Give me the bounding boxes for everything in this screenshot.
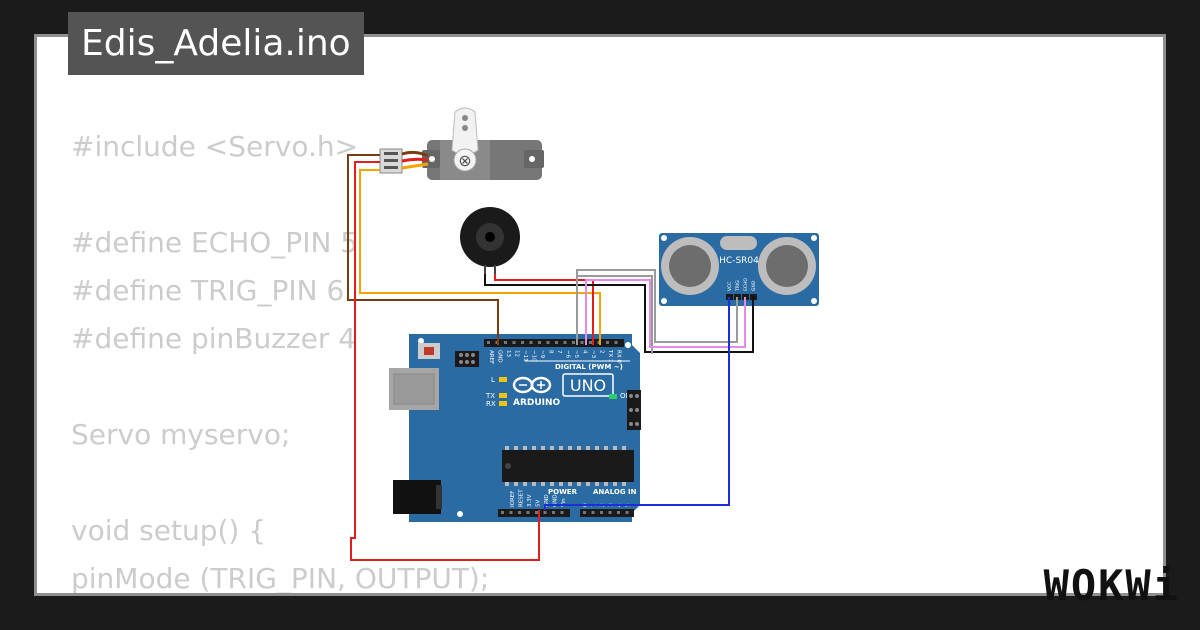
project-title[interactable]: Edis_Adelia.ino xyxy=(68,12,364,75)
svg-text:⊗: ⊗ xyxy=(458,151,471,170)
code-line: #define pinBuzzer 4 xyxy=(71,322,357,355)
pin-label: 8 xyxy=(548,350,554,354)
wire-servo-signal xyxy=(359,169,601,345)
pin-label: 13 xyxy=(505,350,511,357)
header-pin xyxy=(529,341,533,344)
code-line: Servo myservo; xyxy=(71,418,291,451)
header-pin xyxy=(521,341,524,344)
buzzer[interactable] xyxy=(460,207,520,274)
header-pin xyxy=(614,341,618,344)
code-line: pinMode (TRIG_PIN, OUTPUT); xyxy=(71,562,490,595)
tx-label: TX xyxy=(485,392,495,400)
pin-label: ~3 xyxy=(590,350,596,359)
wire-sensor-echo xyxy=(585,279,746,348)
pin-label: TX 1 xyxy=(607,349,613,362)
wire-buzzer-signal xyxy=(494,274,594,345)
sensor-label: HC-SR04 xyxy=(719,256,759,266)
pin-label: ~6 xyxy=(565,350,571,359)
arduino-logo xyxy=(512,376,552,394)
pin-label: RX 0 xyxy=(616,350,622,363)
code-preview: #include <Servo.h> #define ECHO_PIN 5 #d… xyxy=(71,123,490,595)
header-pin xyxy=(518,511,521,514)
analog-label: ANALOG IN xyxy=(593,488,637,496)
pin-label: ~10 xyxy=(531,350,537,362)
header-pin xyxy=(563,341,567,344)
header-pin xyxy=(535,511,538,514)
pin-label: AREF xyxy=(488,350,494,364)
rx-label: RX xyxy=(486,400,496,408)
pin-label: ~11 xyxy=(522,350,528,362)
wires xyxy=(347,154,754,561)
header-pin xyxy=(546,341,550,344)
wire-sensor-vcc xyxy=(544,297,730,510)
pin-label: GND xyxy=(553,494,559,507)
header-pin xyxy=(552,511,555,514)
pin-label: 3.3V xyxy=(527,494,533,507)
pin-label: ~5 xyxy=(573,350,579,359)
power-analog-pin-header xyxy=(498,509,634,517)
power-label: POWER xyxy=(548,488,578,496)
wire-servo-gnd xyxy=(347,154,499,345)
on-label: ON xyxy=(620,392,631,400)
header-pin xyxy=(600,511,603,514)
header-pin xyxy=(589,341,592,344)
header-pin xyxy=(526,511,530,514)
pin-label: ~9 xyxy=(539,350,545,359)
wokwi-logo: WOKWi xyxy=(1043,561,1180,610)
pin-label: 4 xyxy=(582,350,588,354)
pin-label: TRIG xyxy=(735,280,741,292)
pin-label: 7 xyxy=(556,350,562,354)
pin-label: 12 xyxy=(514,350,520,357)
pin-label: GND xyxy=(751,280,757,291)
microcontroller-chip xyxy=(502,446,634,486)
header-pin xyxy=(501,511,504,514)
model-label: UNO xyxy=(570,376,606,395)
servo-motor[interactable]: ⊗ xyxy=(379,107,544,180)
header-pin xyxy=(538,341,541,344)
header-pin xyxy=(509,511,513,514)
header-pin xyxy=(560,511,564,514)
code-line: #define TRIG_PIN 6 xyxy=(71,274,345,307)
header-pin xyxy=(583,511,586,514)
pin-label: 2 xyxy=(599,350,605,354)
code-line: #define ECHO_PIN 5 xyxy=(71,226,359,259)
header-pin xyxy=(504,341,507,344)
header-pin xyxy=(555,341,558,344)
header-pin xyxy=(625,511,629,514)
brand-label: ARDUINO xyxy=(513,398,561,408)
digital-pin-header xyxy=(484,339,624,347)
header-pin xyxy=(487,341,490,344)
pin-label: GND xyxy=(544,494,550,507)
pin-label: ECHO xyxy=(743,278,749,291)
led-l-label: L xyxy=(491,376,495,384)
icsp-header-right xyxy=(627,390,641,430)
code-line: #include <Servo.h> xyxy=(71,130,359,163)
header-pin xyxy=(543,511,547,514)
code-line: void setup() { xyxy=(71,514,267,547)
header-pin xyxy=(606,341,609,344)
header-pin xyxy=(572,341,575,344)
icsp-header-top xyxy=(455,351,479,367)
header-pin xyxy=(512,341,516,344)
wire-buzzer-gnd xyxy=(484,274,754,353)
digital-label: DIGITAL (PWM ~) xyxy=(555,363,623,371)
pin-label: RESET xyxy=(519,489,525,507)
header-pin xyxy=(591,511,595,514)
pin-label: 5V xyxy=(536,500,542,507)
pin-label: VCC xyxy=(727,282,733,291)
header-pin xyxy=(580,341,584,344)
wire-sensor-trig xyxy=(576,269,738,345)
pin-label: Vin xyxy=(561,498,567,507)
pin-label: IOREF xyxy=(510,491,516,507)
header-pin xyxy=(617,511,620,514)
pin-label: GND xyxy=(497,350,503,363)
header-pin xyxy=(608,511,612,514)
wire-servo-vcc xyxy=(350,161,540,561)
